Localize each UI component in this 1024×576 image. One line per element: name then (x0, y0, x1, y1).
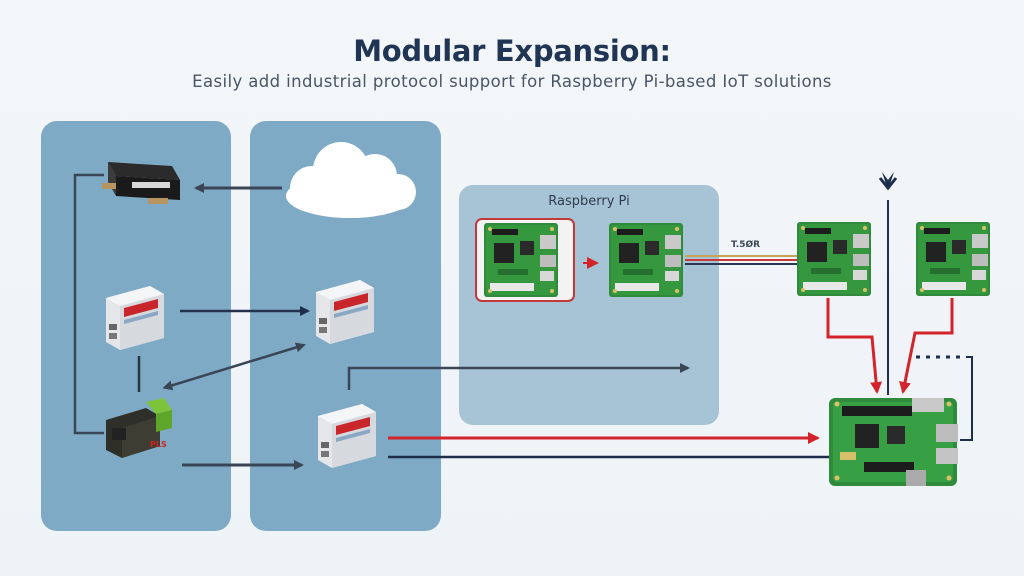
gateway-device-icon (102, 162, 180, 204)
down-arrow-icon (882, 172, 894, 190)
raspberry-pi-group-label: Raspberry Pi (548, 194, 630, 209)
page-title: Modular Expansion: (353, 34, 671, 68)
raspberry-pi-main-board-icon (829, 398, 958, 486)
wire-label: T.5ØR (731, 240, 761, 250)
protocol-module-icon-mid (316, 280, 374, 344)
plc-label: PLS (150, 440, 167, 449)
protocol-module-icon-bottom (318, 404, 376, 468)
cloud-icon (286, 142, 416, 218)
page-subtitle: Easily add industrial protocol support f… (192, 72, 832, 91)
arrow-module-to-rpi-group (347, 363, 690, 390)
arrow-bidirectional (162, 342, 306, 391)
right-return-line (960, 356, 973, 441)
red-arrow-left-board (826, 298, 883, 394)
rpi-board-3 (797, 222, 871, 296)
plc-connector-icon (106, 398, 172, 458)
left-bracket-line (73, 173, 104, 435)
rpi-board-2 (609, 223, 683, 297)
red-arrow-right-board (899, 298, 954, 394)
rpi-board-selected (475, 218, 575, 302)
protocol-module-icon-left (106, 286, 164, 350)
rpi-board-4 (916, 222, 990, 296)
